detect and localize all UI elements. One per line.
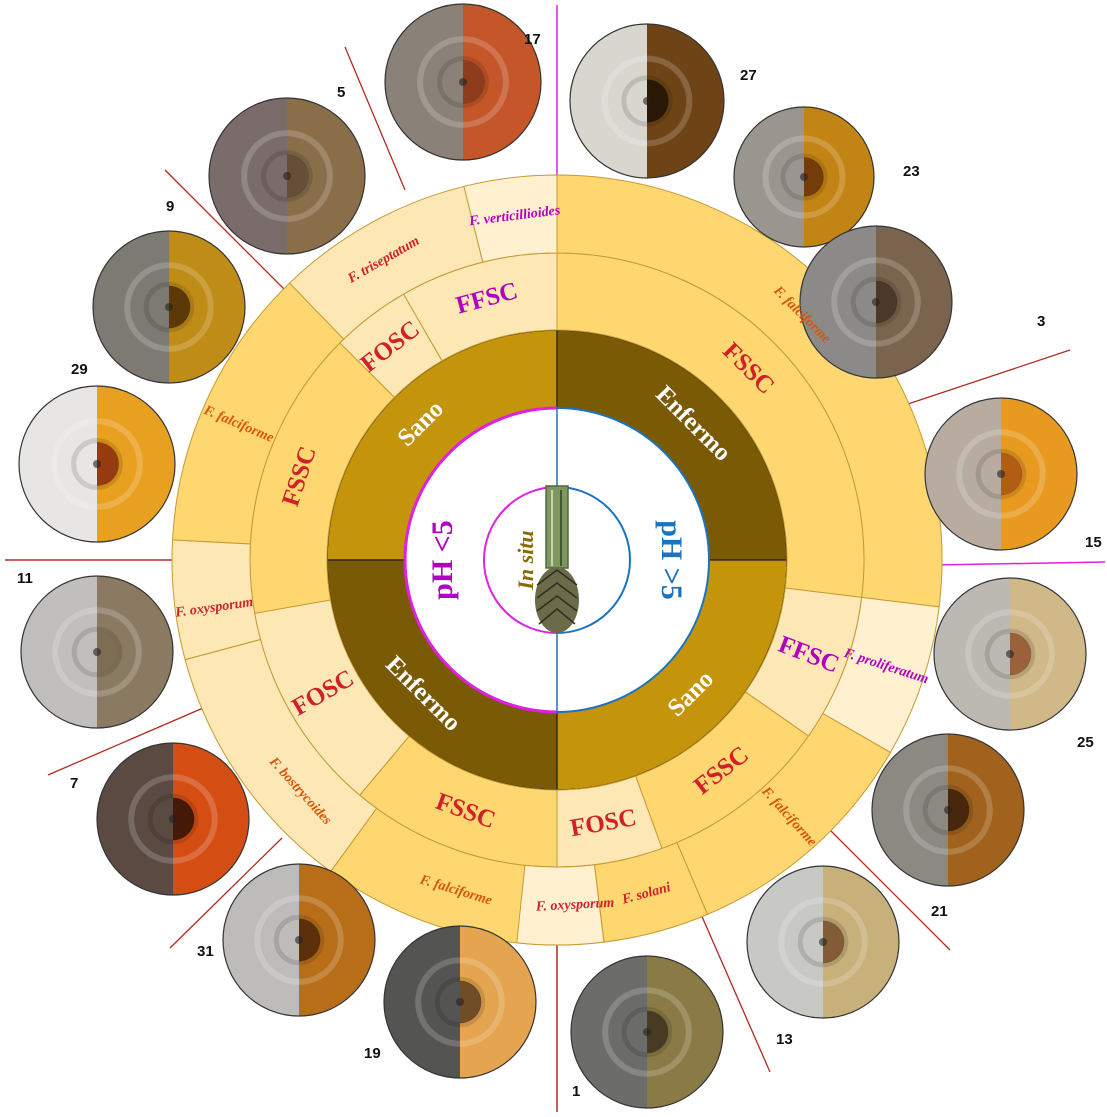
ph-high-label: pH >5: [655, 520, 688, 600]
species-sector: [288, 185, 484, 340]
culture-plate: [746, 865, 900, 1019]
isolate-number: 27: [740, 67, 757, 84]
culture-plate: [871, 733, 1025, 887]
species-label: F. oxysporum: [535, 896, 615, 915]
divider-line: [47, 704, 211, 776]
isolate-number: 13: [776, 1031, 793, 1048]
ph-high-arc: [556, 407, 710, 713]
pineapple-icon: [535, 485, 579, 633]
culture-plate: [924, 397, 1078, 551]
isolate-number: 9: [166, 198, 174, 215]
divider-line: [829, 829, 951, 951]
divider-line: [169, 837, 283, 949]
isolate-number: 19: [364, 1045, 381, 1062]
ph-low-arc: [403, 406, 558, 714]
culture-plate: [222, 863, 376, 1017]
culture-plate: [384, 3, 542, 161]
isolate-number: 15: [1085, 534, 1102, 551]
culture-plate: [569, 23, 725, 179]
divider-lines: [5, 5, 1106, 1112]
inner-low-arc: [483, 486, 558, 634]
isolate-number: 7: [70, 775, 78, 792]
species-sector: [516, 864, 605, 946]
ph-low-label: pH <5: [426, 520, 459, 600]
isolate-number: 21: [931, 903, 948, 920]
isolate-number: 31: [197, 943, 214, 960]
culture-plate: [799, 225, 953, 379]
divider-line: [934, 561, 1106, 566]
isolate-number: 23: [903, 163, 920, 180]
culture-plate: [20, 575, 174, 729]
isolate-number: 25: [1077, 734, 1094, 751]
culture-plate: [208, 97, 366, 255]
in-situ-label: In situ: [513, 530, 538, 590]
culture-plate: [733, 106, 875, 248]
isolate-number: 5: [337, 84, 345, 101]
species-sector: [556, 174, 943, 608]
divider-line: [699, 911, 771, 1073]
culture-plate: [96, 742, 250, 896]
culture-plate: [570, 955, 724, 1109]
isolate-number: 3: [1037, 313, 1045, 330]
isolate-number: 11: [17, 570, 33, 587]
isolate-number: 29: [71, 361, 88, 378]
inner-high-arc: [556, 486, 631, 634]
divider-line: [344, 46, 406, 191]
divider-line: [904, 349, 1071, 406]
culture-plate: [92, 230, 246, 384]
culture-plate: [933, 577, 1087, 731]
culture-plate: [18, 385, 176, 543]
divider-line: [164, 169, 286, 291]
isolate-number: 17: [524, 31, 541, 48]
isolate-number: 1: [572, 1083, 580, 1100]
culture-plate: [383, 925, 537, 1079]
